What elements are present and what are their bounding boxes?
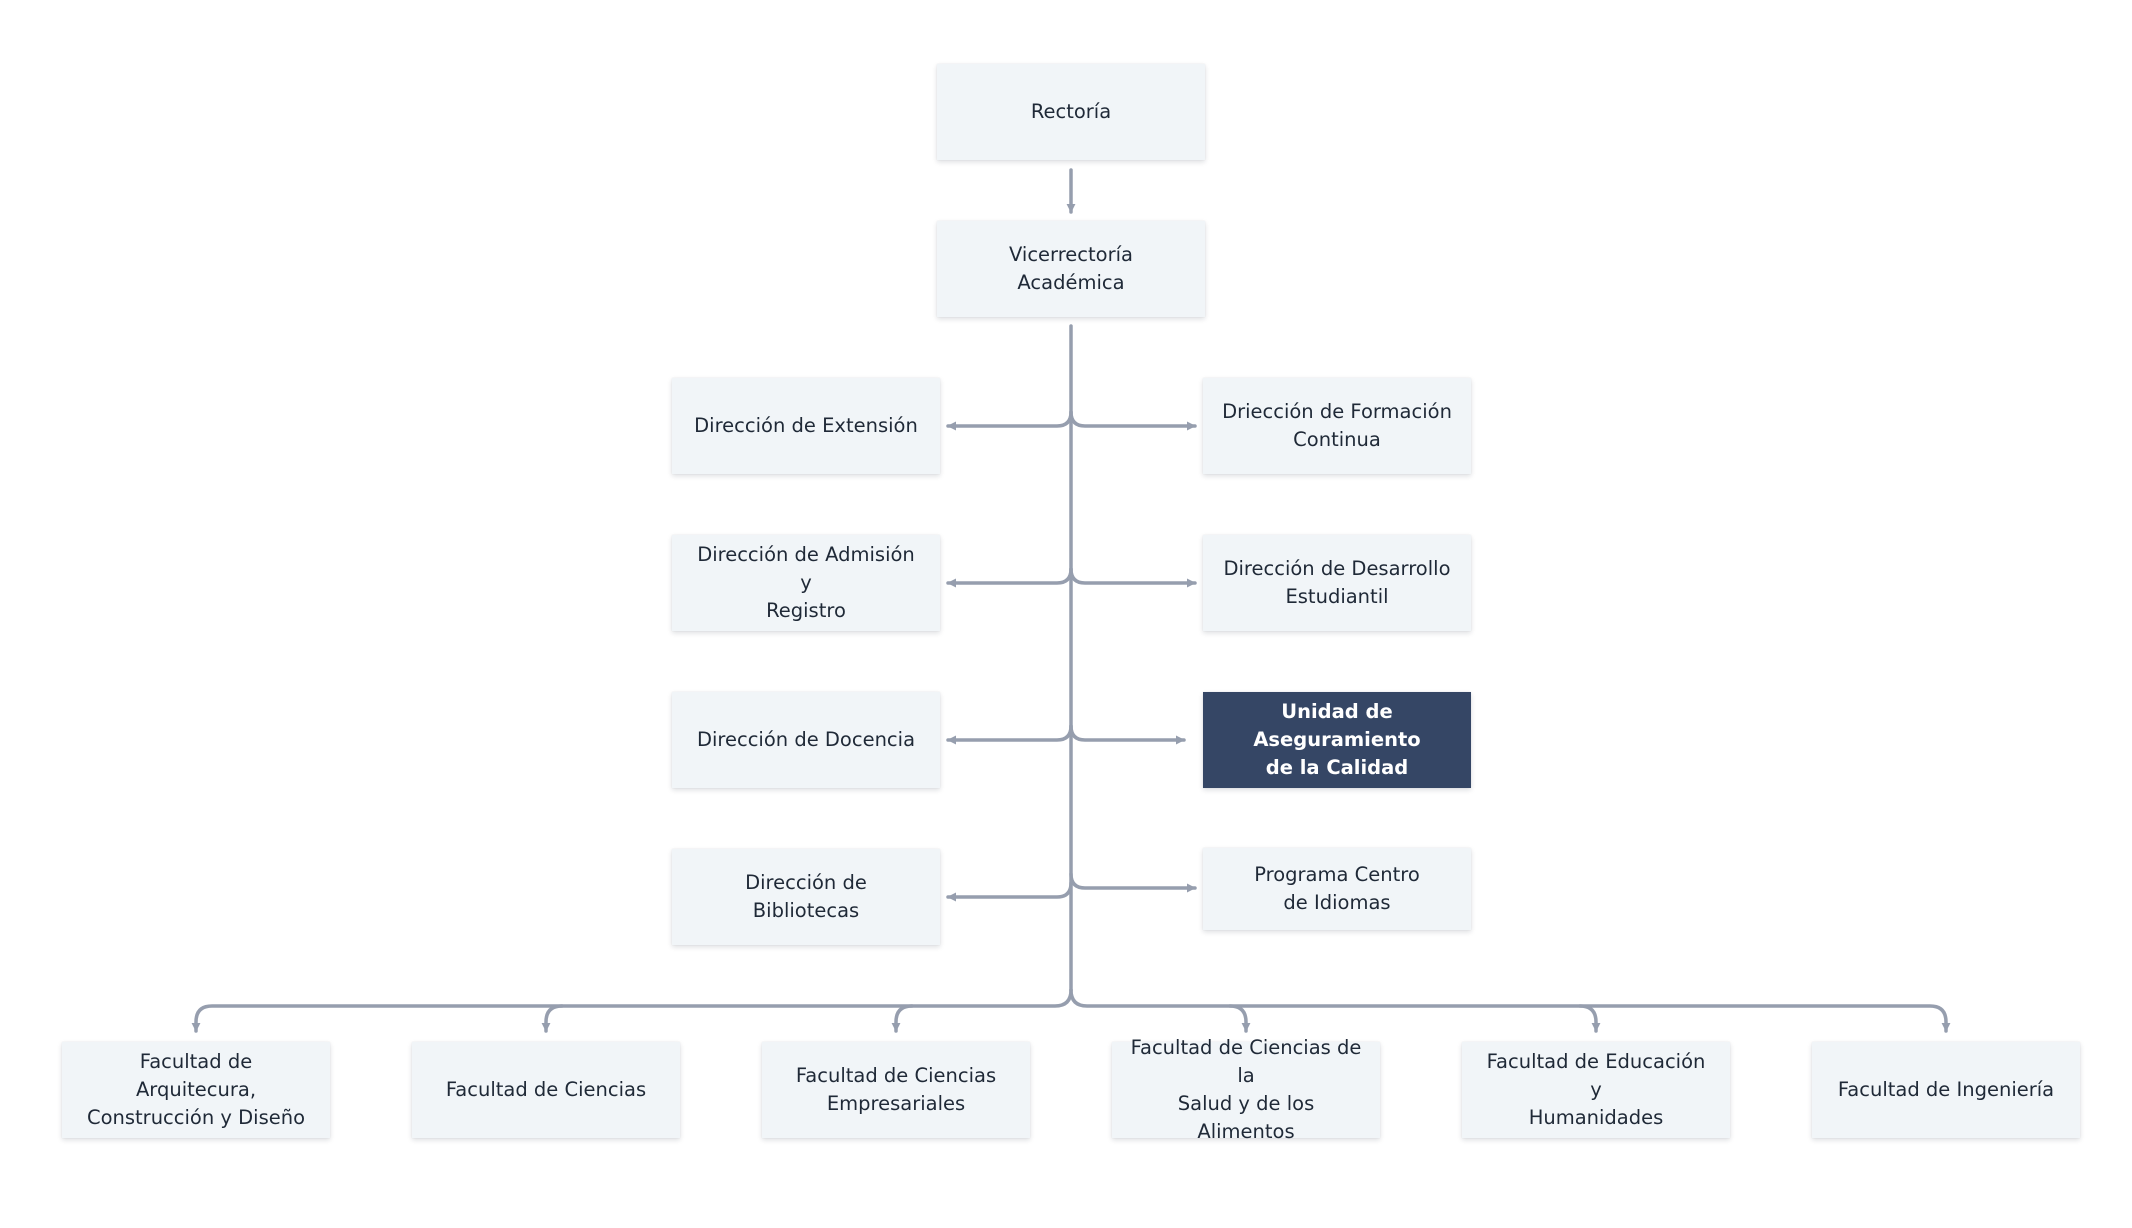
node-vicerrectoria-academica: Vicerrectoría Académica: [937, 221, 1205, 317]
connector-to-facultad-empresariales: [891, 1004, 914, 1033]
connector-faculties-bus-left: [191, 988, 1073, 1033]
connector-to-programa-idiomas: [1069, 872, 1197, 893]
node-facultad-arquitectura: Facultad de Arquitecura, Construcción y …: [62, 1042, 330, 1138]
node-programa-centro-idiomas: Programa Centro de Idiomas: [1203, 848, 1471, 930]
node-direccion-formacion-continua: Driección de Formación Continua: [1203, 378, 1471, 474]
connector-to-direccion-docencia: [946, 724, 1073, 745]
node-direccion-admision-registro: Dirección de Admisión y Registro: [672, 535, 940, 631]
node-facultad-ingenieria: Facultad de Ingeniería: [1812, 1042, 2080, 1138]
node-direccion-extension: Dirección de Extensión: [672, 378, 940, 474]
node-facultad-educacion-humanidades: Facultad de Educación y Humanidades: [1462, 1042, 1730, 1138]
node-facultad-ciencias: Facultad de Ciencias: [412, 1042, 680, 1138]
node-facultad-ciencias-empresariales: Facultad de Ciencias Empresariales: [762, 1042, 1030, 1138]
connector-to-facultad-educacion: [1578, 1004, 1601, 1033]
node-rectoria: Rectoría: [937, 64, 1205, 160]
connector-to-direccion-extension: [946, 410, 1073, 431]
connector-to-direccion-formacion: [1069, 410, 1197, 431]
node-direccion-docencia: Dirección de Docencia: [672, 692, 940, 788]
connector-faculties-bus-right: [1069, 988, 1951, 1033]
node-direccion-desarrollo-estudiantil: Dirección de Desarrollo Estudiantil: [1203, 535, 1471, 631]
connector-to-direccion-desarrollo: [1069, 567, 1197, 588]
node-unidad-aseguramiento-calidad: Unidad de Aseguramiento de la Calidad: [1203, 692, 1471, 788]
connector-to-direccion-admision: [946, 567, 1073, 588]
connector-to-unidad-aseguramiento: [1069, 724, 1186, 745]
node-direccion-bibliotecas: Dirección de Bibliotecas: [672, 849, 940, 945]
connector-to-facultad-ciencias: [541, 1004, 564, 1033]
connector-to-facultad-salud: [1228, 1004, 1251, 1033]
node-facultad-ciencias-salud-alimentos: Facultad de Ciencias de la Salud y de lo…: [1112, 1036, 1380, 1143]
connector-to-direccion-bibliotecas: [946, 881, 1073, 902]
